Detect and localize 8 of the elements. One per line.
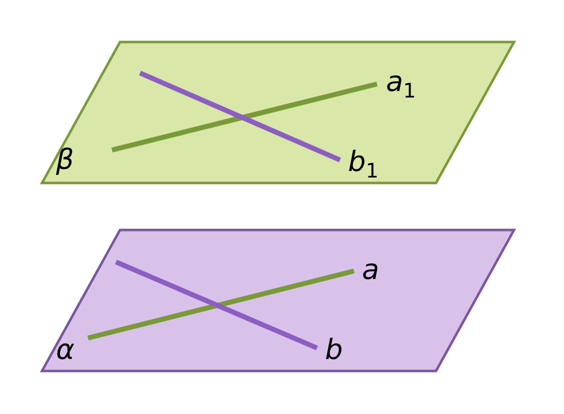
line-label: a	[362, 256, 380, 284]
line-label: b	[325, 336, 343, 364]
plane-parallelogram	[42, 230, 514, 371]
plane-parallelogram	[42, 42, 514, 183]
plane-label: β	[56, 146, 74, 174]
line-label: b$_{1}$	[348, 148, 379, 181]
line-label: a$_{1}$	[386, 68, 416, 101]
plane-label: α	[56, 336, 74, 364]
